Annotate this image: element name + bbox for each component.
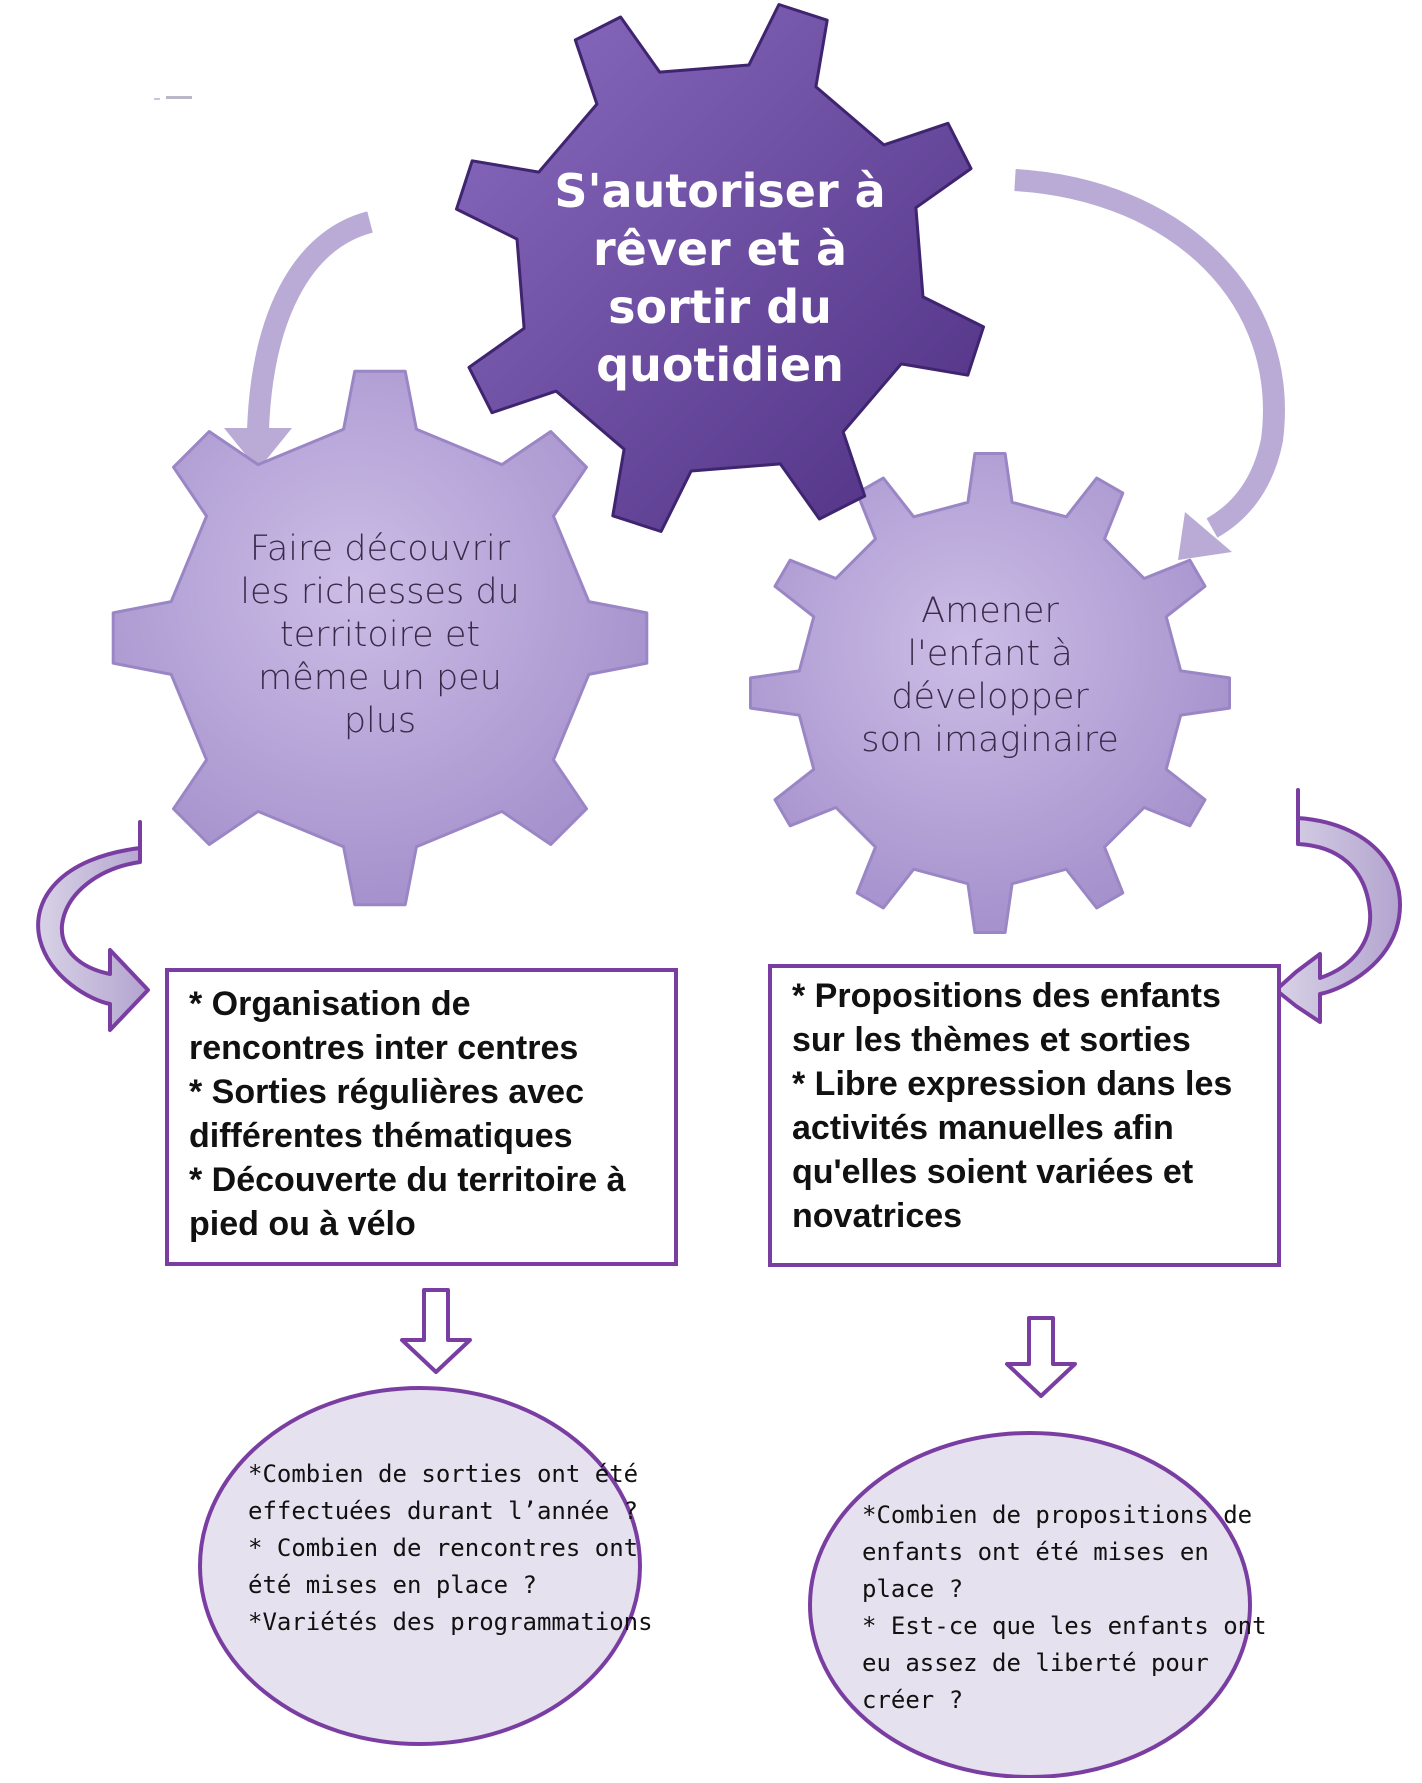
evaluation-line: eu assez de liberté pour [862,1649,1209,1677]
evaluation-line: effectuées durant l’année ? [248,1497,639,1525]
gear-left-shape [111,369,649,907]
evaluation-line: place ? [862,1575,964,1603]
box-line: * Libre expression dans les [792,1065,1233,1103]
evaluation-line: enfants ont été mises en [862,1538,1209,1566]
box-line: * Propositions des enfants [792,977,1221,1015]
gear-main [455,3,985,533]
box-line: * Organisation de [189,985,471,1023]
oval-right [808,1431,1252,1779]
down-arrow-left [400,1288,472,1374]
evaluation-line: * Est-ce que les enfants ont [862,1612,1267,1640]
box-line: rencontres inter centres [189,1029,579,1067]
evaluation-text-left: *Combien de sorties ont été effectuées d… [248,1456,653,1641]
actions-box-right: * Propositions des enfants sur les thème… [768,964,1281,1267]
circular-arrow-right [1274,788,1402,1024]
actions-box-left: * Organisation de rencontres inter centr… [165,968,678,1266]
evaluation-line: *Combien de propositions de [862,1501,1253,1529]
evaluation-text-right: *Combien de propositions de enfants ont … [862,1497,1267,1719]
gear-main-shape [455,3,985,533]
evaluation-line: été mises en place ? [248,1571,537,1599]
box-line: qu'elles soient variées et [792,1153,1194,1191]
stray-mark [154,96,192,100]
down-arrow-right [1005,1316,1077,1398]
gear-right-shape [749,452,1231,934]
gear-left-label: Faire découvrir les richesses du territo… [240,529,520,741]
circular-arrow-left [36,820,150,1032]
box-line: différentes thématiques [189,1117,573,1155]
box-line: pied ou à vélo [189,1205,416,1243]
gear-main-label: S'autoriser à rêver et à sortir du quoti… [554,164,886,392]
box-line: * Sorties régulières avec [189,1073,585,1111]
box-line: activités manuelles afin [792,1109,1174,1147]
gear-left [111,369,649,907]
oval-left [198,1386,642,1746]
evaluation-line: * Combien de rencontres ont [248,1534,639,1562]
evaluation-line: *Variétés des programmations [248,1608,653,1636]
box-line: * Découverte du territoire à [189,1161,626,1199]
curved-arrow-top-right [1014,169,1285,560]
curved-arrow-top-left [224,211,374,470]
gear-right [749,452,1231,934]
evaluation-line: *Combien de sorties ont été [248,1460,639,1488]
box-line: sur les thèmes et sorties [792,1021,1191,1059]
box-line: novatrices [792,1197,963,1235]
gear-right-label: Amener l'enfant à développer son imagina… [861,591,1119,760]
evaluation-line: créer ? [862,1686,964,1714]
